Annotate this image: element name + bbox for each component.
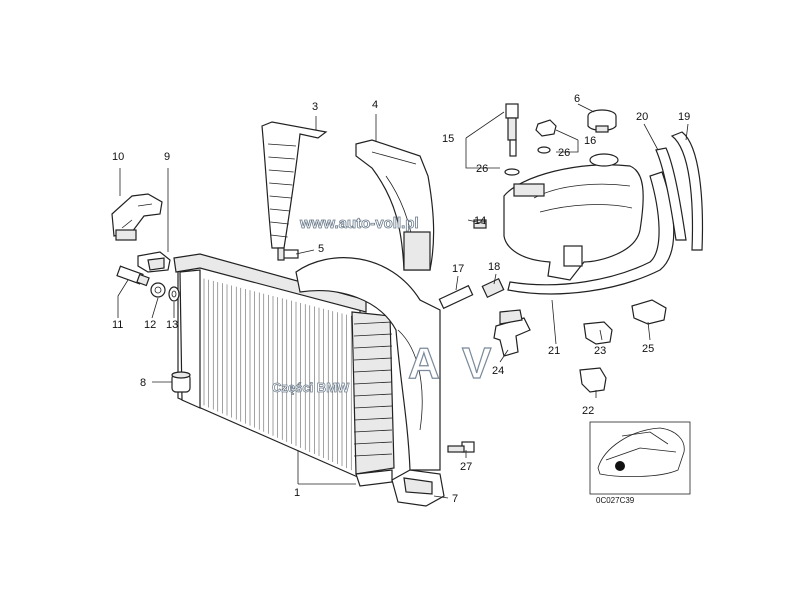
hose-19-part <box>670 131 704 251</box>
label-7: 7 <box>452 493 458 505</box>
label-22: 22 <box>582 405 594 417</box>
clip-23-part <box>583 321 613 345</box>
label-13: 13 <box>166 319 178 331</box>
hose-20-part <box>655 147 687 241</box>
label-1: 1 <box>294 487 300 499</box>
watermark-brand: Części BMW <box>272 380 350 395</box>
label-18: 18 <box>488 261 500 273</box>
label-19: 19 <box>678 111 690 123</box>
label-25: 25 <box>642 343 654 355</box>
label-21: 21 <box>548 345 560 357</box>
label-11: 11 <box>112 319 123 331</box>
radiator-part <box>173 253 441 487</box>
expansion-tank-part <box>503 153 644 281</box>
label-4: 4 <box>372 99 378 111</box>
label-15: 15 <box>442 133 454 145</box>
expansion-tank-cap-part <box>587 109 617 133</box>
figure-code: 0C027C39 <box>596 496 635 505</box>
leader-lines <box>117 103 689 499</box>
label-26a: 26 <box>476 163 488 175</box>
label-6: 6 <box>574 93 580 105</box>
holder-24-part <box>493 309 531 357</box>
label-10: 10 <box>112 151 124 163</box>
air-duct-right-part <box>355 139 435 271</box>
label-24: 24 <box>492 365 504 377</box>
overflow-hose-part <box>507 171 675 295</box>
bolt-5-part <box>277 247 299 261</box>
label-5: 5 <box>318 243 324 255</box>
label-3: 3 <box>312 101 318 113</box>
clip-22-part <box>579 367 607 393</box>
label-26b: 26 <box>558 147 570 159</box>
clip-25-part <box>631 299 667 325</box>
vehicle-thumbnail: 0C027C39 <box>589 421 691 505</box>
label-8: 8 <box>140 377 146 389</box>
drain-plug-part <box>150 282 166 298</box>
component-location-marker <box>615 461 625 471</box>
nut-16-part <box>535 119 557 154</box>
sealing-washer-part <box>168 286 180 302</box>
rubber-mount-part <box>171 371 191 393</box>
part-labels: 1 3 4 5 6 7 8 9 10 11 12 13 14 15 16 17 … <box>112 93 690 505</box>
lower-bracket-part <box>391 469 445 507</box>
temperature-sensor-part <box>116 265 150 287</box>
label-20: 20 <box>636 111 648 123</box>
label-14: 14 <box>474 215 486 227</box>
label-16: 16 <box>584 135 596 147</box>
watermark-letter-v: V <box>462 339 492 388</box>
clip-9-part <box>137 251 171 273</box>
label-27: 27 <box>460 461 472 473</box>
valve-assembly-part <box>504 103 520 176</box>
label-9: 9 <box>164 151 170 163</box>
screw-27-part <box>447 441 475 453</box>
hose-17-part <box>438 284 474 310</box>
bracket-10-part <box>111 193 163 241</box>
label-12: 12 <box>144 319 156 331</box>
watermark-url: www.auto-voll.pl <box>299 215 419 232</box>
label-17: 17 <box>452 263 464 275</box>
label-23: 23 <box>594 345 606 357</box>
watermark-letter-a: A <box>408 339 440 388</box>
clamp-18-part <box>481 277 505 299</box>
